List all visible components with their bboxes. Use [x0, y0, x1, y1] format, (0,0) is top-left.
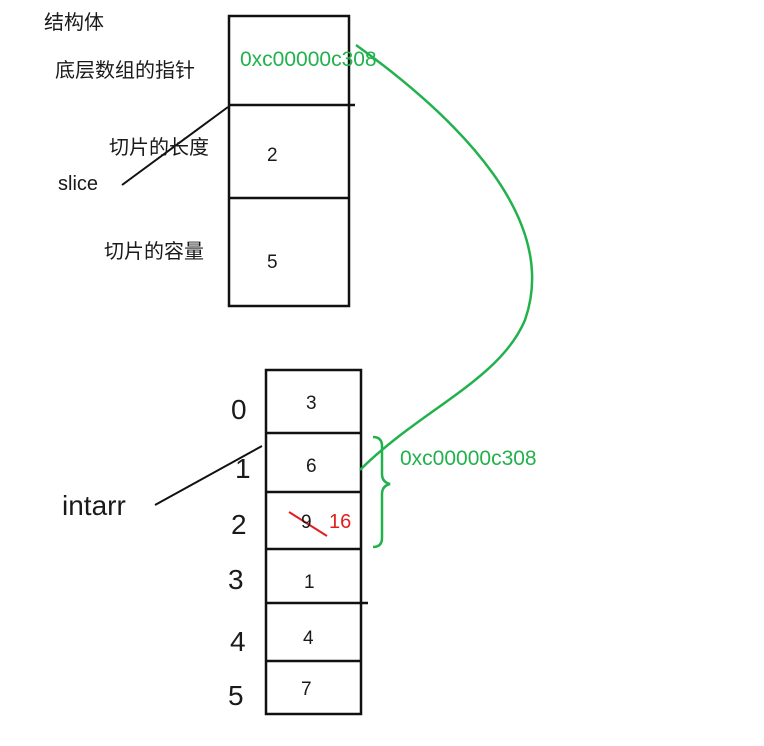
pointer-label: 底层数组的指针 — [55, 58, 195, 82]
array-index: 3 — [228, 564, 244, 595]
array-cell-value: 3 — [306, 393, 317, 414]
array-box — [264, 368, 368, 716]
len-label: 切片的长度 — [109, 135, 209, 159]
struct-title: 结构体 — [44, 10, 104, 34]
array-new-value: 16 — [329, 511, 352, 533]
array-index: 2 — [231, 509, 247, 540]
array-cell-value: 1 — [304, 572, 315, 593]
array-cell-value: 7 — [301, 679, 312, 700]
intarr-var-name: intarr — [62, 490, 126, 521]
cap-label: 切片的容量 — [104, 239, 204, 263]
array-index: 1 — [235, 453, 251, 484]
strike-mark — [288, 511, 328, 537]
struct-box — [227, 14, 355, 308]
cap-value: 5 — [267, 252, 278, 273]
slice-var-name: slice — [58, 173, 99, 195]
pointer-value: 0xc00000c308 — [240, 48, 377, 71]
array-index: 5 — [228, 680, 244, 711]
slice-pointer-line — [121, 106, 229, 186]
array-address: 0xc00000c308 — [400, 447, 537, 470]
array-cell-value: 4 — [303, 628, 314, 649]
array-cell-value: 9 — [301, 512, 312, 533]
len-value: 2 — [267, 145, 278, 166]
array-cell-value: 6 — [306, 456, 317, 477]
pointer-arrow-curve — [355, 43, 534, 471]
array-index: 0 — [231, 394, 247, 425]
slice-range-brace — [372, 435, 391, 549]
array-index: 4 — [230, 626, 246, 657]
intarr-pointer-line — [154, 445, 263, 506]
